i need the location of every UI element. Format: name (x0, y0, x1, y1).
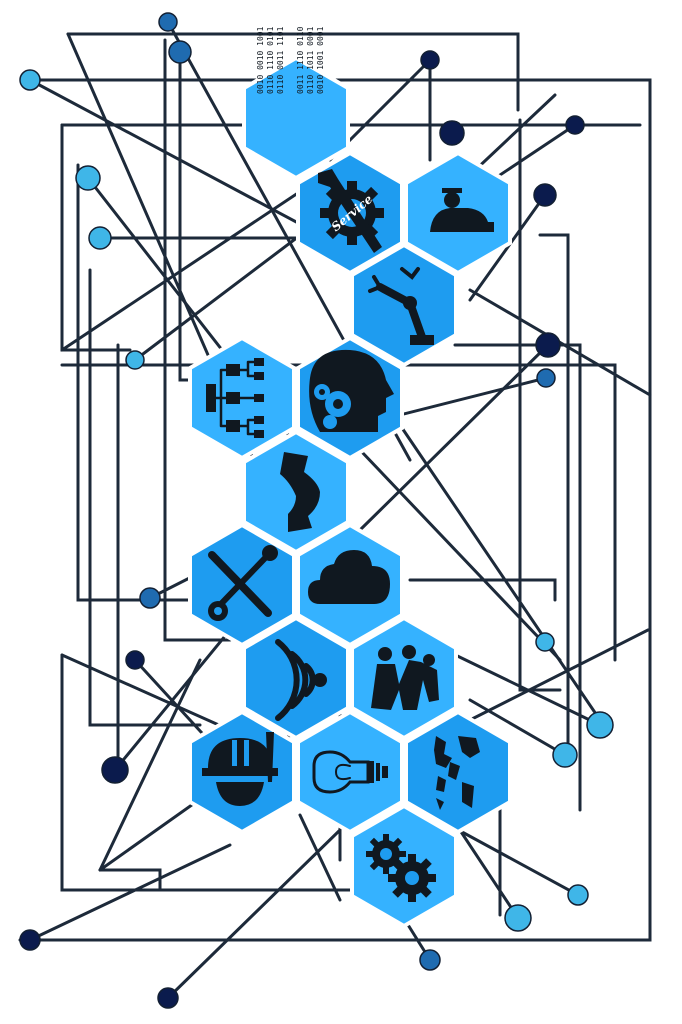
node-circle (504, 904, 532, 932)
wifi-signal-icon (275, 639, 327, 721)
connection-line (60, 653, 442, 892)
connection-line (468, 193, 547, 302)
node-circle (567, 884, 589, 906)
node-circle (168, 40, 192, 64)
nodes (19, 12, 614, 1009)
handshake-icon (280, 452, 320, 532)
connection-line (28, 78, 652, 602)
connection-line (28, 78, 332, 242)
industrial-worker-icon (430, 188, 494, 232)
node-circle (125, 650, 145, 670)
node-circle (535, 632, 555, 652)
engineer-helmet-icon (202, 732, 278, 806)
robot-arm-icon (368, 267, 434, 345)
connection-line (60, 653, 232, 732)
connection-line (358, 343, 550, 532)
node-circle (419, 949, 441, 971)
node-circle (533, 183, 557, 207)
connection-line (113, 628, 232, 772)
network-hierarchy-icon (206, 358, 264, 438)
node-circle (552, 742, 578, 768)
connection-line (163, 38, 232, 642)
node-circle (19, 69, 41, 91)
connection-line (443, 648, 602, 727)
node-circle (420, 50, 440, 70)
node-circle (565, 115, 585, 135)
connection-line (298, 813, 342, 902)
connection-line (468, 628, 650, 722)
node-circle (536, 368, 556, 388)
hexagon-bulb (296, 709, 404, 835)
connection-line (66, 32, 520, 112)
connection-line (88, 268, 202, 727)
connection-line (98, 658, 202, 872)
connection-line (98, 868, 162, 892)
binary-code-icon: 0010 0010 1001 0110 1110 0101 0110 0011 … (256, 26, 325, 94)
light-bulb-icon (312, 750, 388, 794)
node-circle (157, 987, 179, 1009)
node-circle (88, 226, 112, 250)
connection-line (358, 448, 562, 662)
node-circle (75, 165, 101, 191)
node-circle (535, 332, 561, 358)
node-circle (158, 12, 178, 32)
team-people-icon (371, 645, 439, 710)
wrench-screwdriver-icon (208, 545, 278, 621)
connection-line (468, 698, 567, 757)
binary-line: 0010 1001 0001 (316, 26, 325, 94)
binary-line: 0011 1110 0110 (296, 26, 305, 94)
connection-line (468, 93, 557, 177)
connection-line (538, 233, 570, 762)
head-gears-icon (309, 349, 394, 432)
binary-line: 0110 1110 0101 (266, 26, 275, 94)
service-gear-wrench-icon: Service (318, 169, 384, 253)
node-circle (19, 929, 41, 951)
node-circle (101, 756, 129, 784)
connection-line (378, 376, 548, 422)
icons: 0010 0010 1001 0110 1110 0101 0110 0011 … (202, 26, 494, 902)
hexagon-binary (242, 55, 350, 181)
binary-line: 0010 0010 1001 (256, 26, 265, 94)
node-circle (139, 587, 161, 609)
connection-line (60, 183, 312, 352)
cloud-icon (308, 550, 390, 604)
connection-line (166, 828, 342, 1000)
connection-line (18, 598, 652, 942)
world-map-icon (434, 736, 480, 810)
node-circle (125, 350, 145, 370)
gears-icon (366, 834, 436, 902)
connection-line (178, 48, 222, 382)
connection-line (453, 343, 582, 812)
node-circle (586, 711, 614, 739)
connection-line (408, 578, 557, 602)
binary-line: 0110 1011 0001 (306, 26, 315, 94)
connection-line (28, 843, 232, 942)
node-circle (439, 120, 465, 146)
binary-line: 0110 0011 1101 (276, 26, 285, 94)
connection-line (518, 118, 562, 692)
